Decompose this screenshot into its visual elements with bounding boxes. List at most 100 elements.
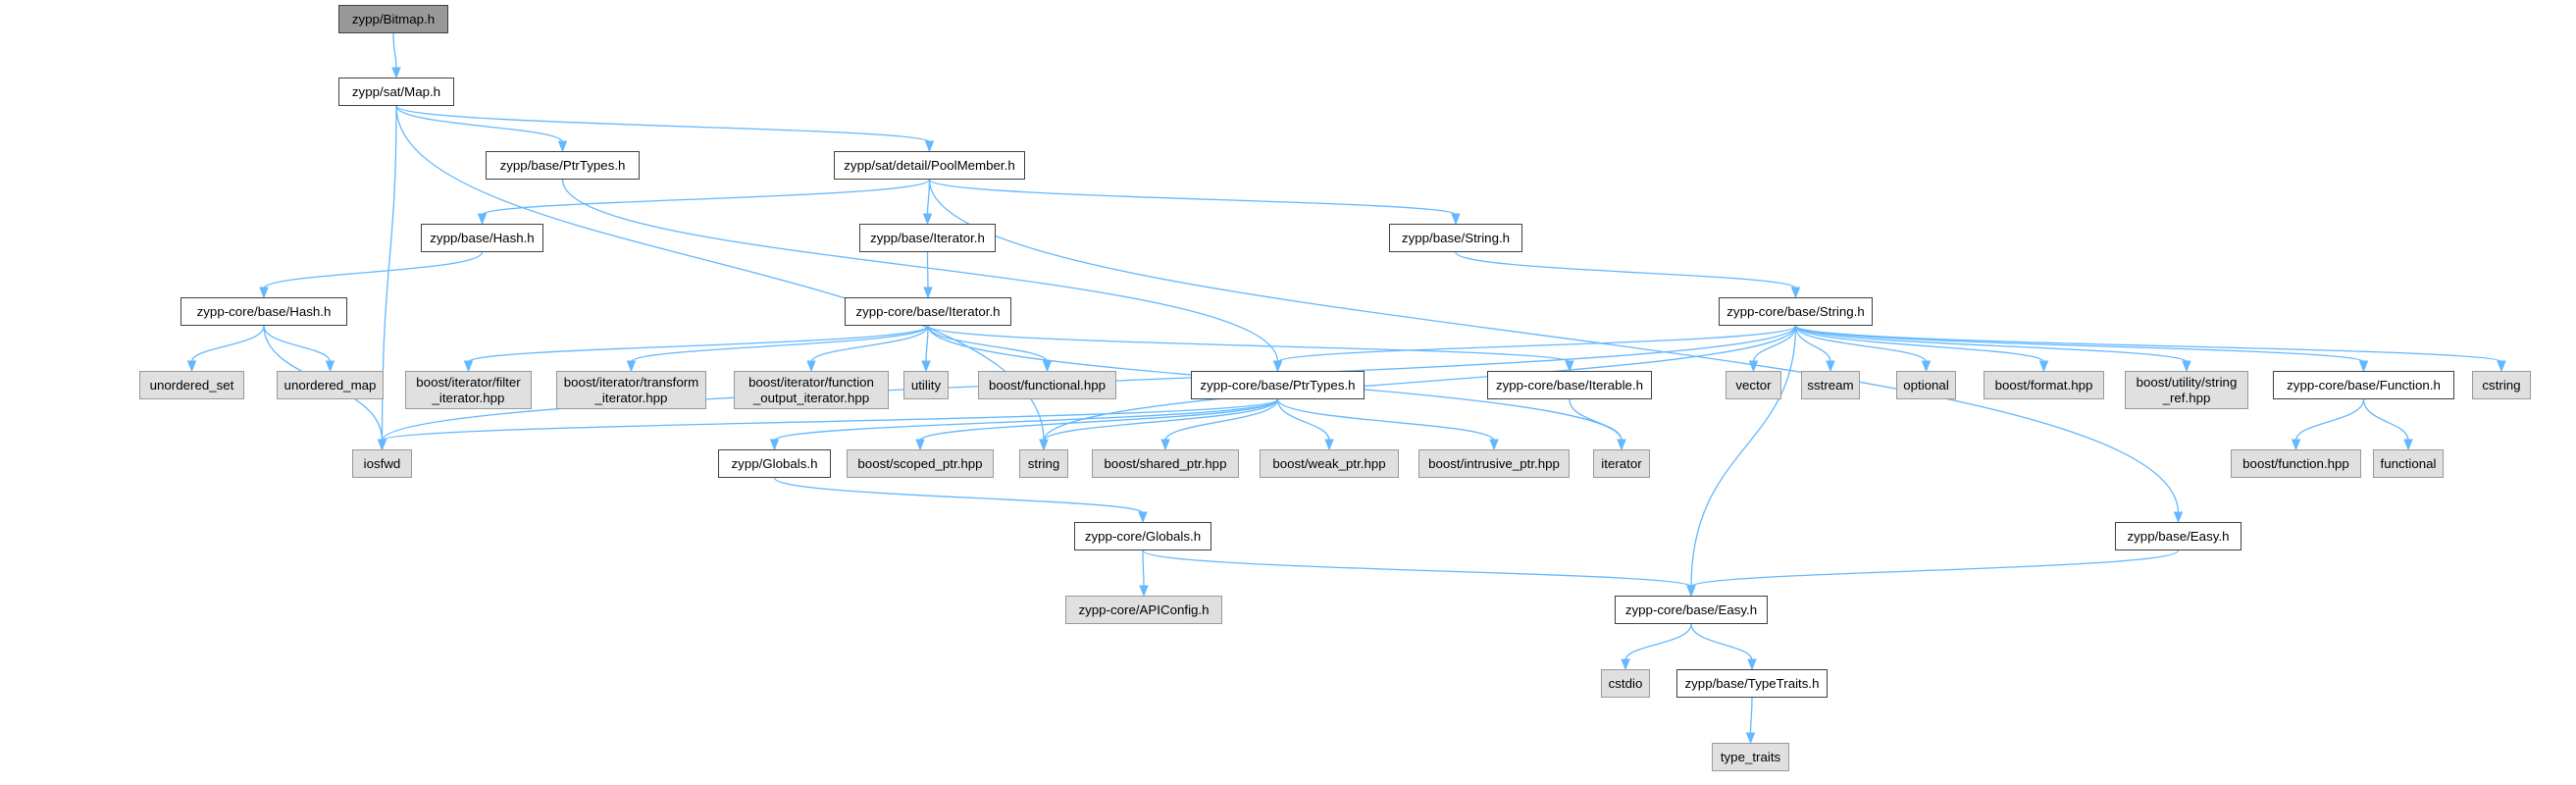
edge-n3-n4 — [481, 179, 931, 216]
edge-n6-n9 — [1455, 251, 1797, 289]
node-n39[interactable]: zypp-core/base/Easy.h — [1615, 596, 1768, 624]
node-n38[interactable]: zypp-core/APIConfig.h — [1065, 596, 1222, 624]
node-n4[interactable]: zypp/base/Hash.h — [421, 224, 543, 252]
node-n29[interactable]: string — [1019, 449, 1068, 478]
edge-arrowhead — [921, 360, 931, 373]
node-n23[interactable]: boost/utility/string _ref.hpp — [2125, 371, 2248, 409]
edge-arrowhead — [1138, 511, 1148, 524]
edge-n3-n5 — [926, 179, 931, 216]
node-n34[interactable]: boost/function.hpp — [2231, 449, 2361, 478]
edge-arrowhead — [477, 213, 488, 226]
node-n33[interactable]: iterator — [1593, 449, 1650, 478]
edge-n17-n31 — [1276, 398, 1330, 442]
node-n2[interactable]: zypp/base/PtrTypes.h — [486, 151, 640, 180]
edge-n24-n34 — [2294, 398, 2365, 442]
node-n37[interactable]: zypp/base/Easy.h — [2115, 522, 2241, 550]
edge-arrowhead — [1921, 360, 1932, 373]
edge-n1-n2 — [395, 105, 564, 143]
edge-n4-n7 — [263, 251, 484, 289]
node-n8[interactable]: zypp-core/base/Iterator.h — [845, 297, 1011, 326]
edge-arrowhead — [1747, 658, 1757, 671]
node-n0[interactable]: zypp/Bitmap.h — [338, 5, 448, 33]
edge-arrowhead — [186, 360, 197, 373]
node-n7[interactable]: zypp-core/base/Hash.h — [180, 297, 347, 326]
node-n13[interactable]: boost/iterator/transform _iterator.hpp — [556, 371, 706, 409]
edge-arrowhead — [915, 439, 925, 451]
node-n21[interactable]: optional — [1896, 371, 1956, 399]
node-n42[interactable]: type_traits — [1712, 743, 1789, 771]
node-n18[interactable]: zypp-core/base/Iterable.h — [1487, 371, 1652, 399]
node-n3[interactable]: zypp/sat/detail/PoolMember.h — [834, 151, 1025, 180]
edge-arrowhead — [2497, 360, 2506, 373]
edge-n8-n18 — [927, 325, 1571, 363]
edge-arrowhead — [2403, 439, 2413, 451]
edge-arrowhead — [463, 360, 474, 373]
node-n12[interactable]: boost/iterator/filter _iterator.hpp — [405, 371, 532, 409]
edge-n17-n30 — [1164, 398, 1279, 442]
edge-n36-n39 — [1142, 550, 1692, 588]
node-n40[interactable]: cstdio — [1601, 669, 1650, 698]
node-n9[interactable]: zypp-core/base/String.h — [1719, 297, 1873, 326]
edge-n8-n13 — [630, 325, 929, 363]
edge-n9-n25 — [1794, 325, 2502, 363]
node-n22[interactable]: boost/format.hpp — [1984, 371, 2104, 399]
edge-arrowhead — [2038, 360, 2049, 373]
edge-arrowhead — [325, 360, 335, 373]
node-n27[interactable]: zypp/Globals.h — [718, 449, 831, 478]
edge-arrowhead — [1324, 439, 1334, 451]
edge-n1-n26 — [381, 105, 397, 442]
node-n32[interactable]: boost/intrusive_ptr.hpp — [1418, 449, 1570, 478]
node-n1[interactable]: zypp/sat/Map.h — [338, 78, 454, 106]
node-n36[interactable]: zypp-core/Globals.h — [1074, 522, 1211, 550]
edge-arrowhead — [1748, 360, 1759, 373]
edge-n9-n21 — [1794, 325, 1928, 363]
node-n35[interactable]: functional — [2373, 449, 2444, 478]
edge-arrowhead — [2358, 360, 2369, 373]
node-n30[interactable]: boost/shared_ptr.hpp — [1092, 449, 1239, 478]
node-n24[interactable]: zypp-core/base/Function.h — [2273, 371, 2454, 399]
edge-arrowhead — [1160, 439, 1170, 451]
edge-n9-n24 — [1794, 325, 2365, 363]
edge-n8-n16 — [927, 325, 1049, 363]
node-n26[interactable]: iosfwd — [352, 449, 412, 478]
node-n19[interactable]: vector — [1726, 371, 1781, 399]
edge-n8-n14 — [810, 325, 929, 363]
node-n31[interactable]: boost/weak_ptr.hpp — [1260, 449, 1399, 478]
node-n25[interactable]: cstring — [2472, 371, 2531, 399]
node-n5[interactable]: zypp/base/Iterator.h — [859, 224, 996, 252]
node-n28[interactable]: boost/scoped_ptr.hpp — [847, 449, 994, 478]
edge-arrowhead — [1617, 439, 1626, 451]
node-n15[interactable]: utility — [903, 371, 949, 399]
edge-arrowhead — [1139, 585, 1149, 598]
edge-arrowhead — [1489, 439, 1499, 451]
node-n16[interactable]: boost/functional.hpp — [978, 371, 1116, 399]
node-n11[interactable]: unordered_map — [277, 371, 384, 399]
node-n10[interactable]: unordered_set — [139, 371, 244, 399]
node-n14[interactable]: boost/iterator/function _output_iterator… — [734, 371, 889, 409]
edge-arrowhead — [2291, 439, 2301, 451]
edge-arrowhead — [806, 360, 816, 373]
edge-n0-n1 — [392, 32, 397, 70]
edge-n39-n41 — [1690, 623, 1753, 661]
node-n17[interactable]: zypp-core/base/PtrTypes.h — [1191, 371, 1365, 399]
edge-n9-n39 — [1690, 325, 1797, 588]
edge-arrowhead — [1826, 360, 1835, 373]
node-n41[interactable]: zypp/base/TypeTraits.h — [1676, 669, 1828, 698]
edge-arrowhead — [626, 360, 637, 373]
edge-n36-n38 — [1142, 550, 1145, 588]
edge-n9-n17 — [1276, 325, 1797, 363]
edge-arrowhead — [769, 439, 780, 451]
edge-n1-n3 — [395, 105, 931, 143]
edge-n8-n12 — [467, 325, 929, 363]
edge-n9-n23 — [1794, 325, 2188, 363]
edge-arrowhead — [557, 140, 568, 153]
node-n20[interactable]: sstream — [1801, 371, 1860, 399]
edge-n9-n19 — [1752, 325, 1797, 363]
edge-arrowhead — [923, 287, 933, 299]
edge-n17-n26 — [381, 398, 1279, 442]
node-n6[interactable]: zypp/base/String.h — [1389, 224, 1522, 252]
edge-n17-n32 — [1276, 398, 1495, 442]
edge-n7-n10 — [190, 325, 265, 363]
